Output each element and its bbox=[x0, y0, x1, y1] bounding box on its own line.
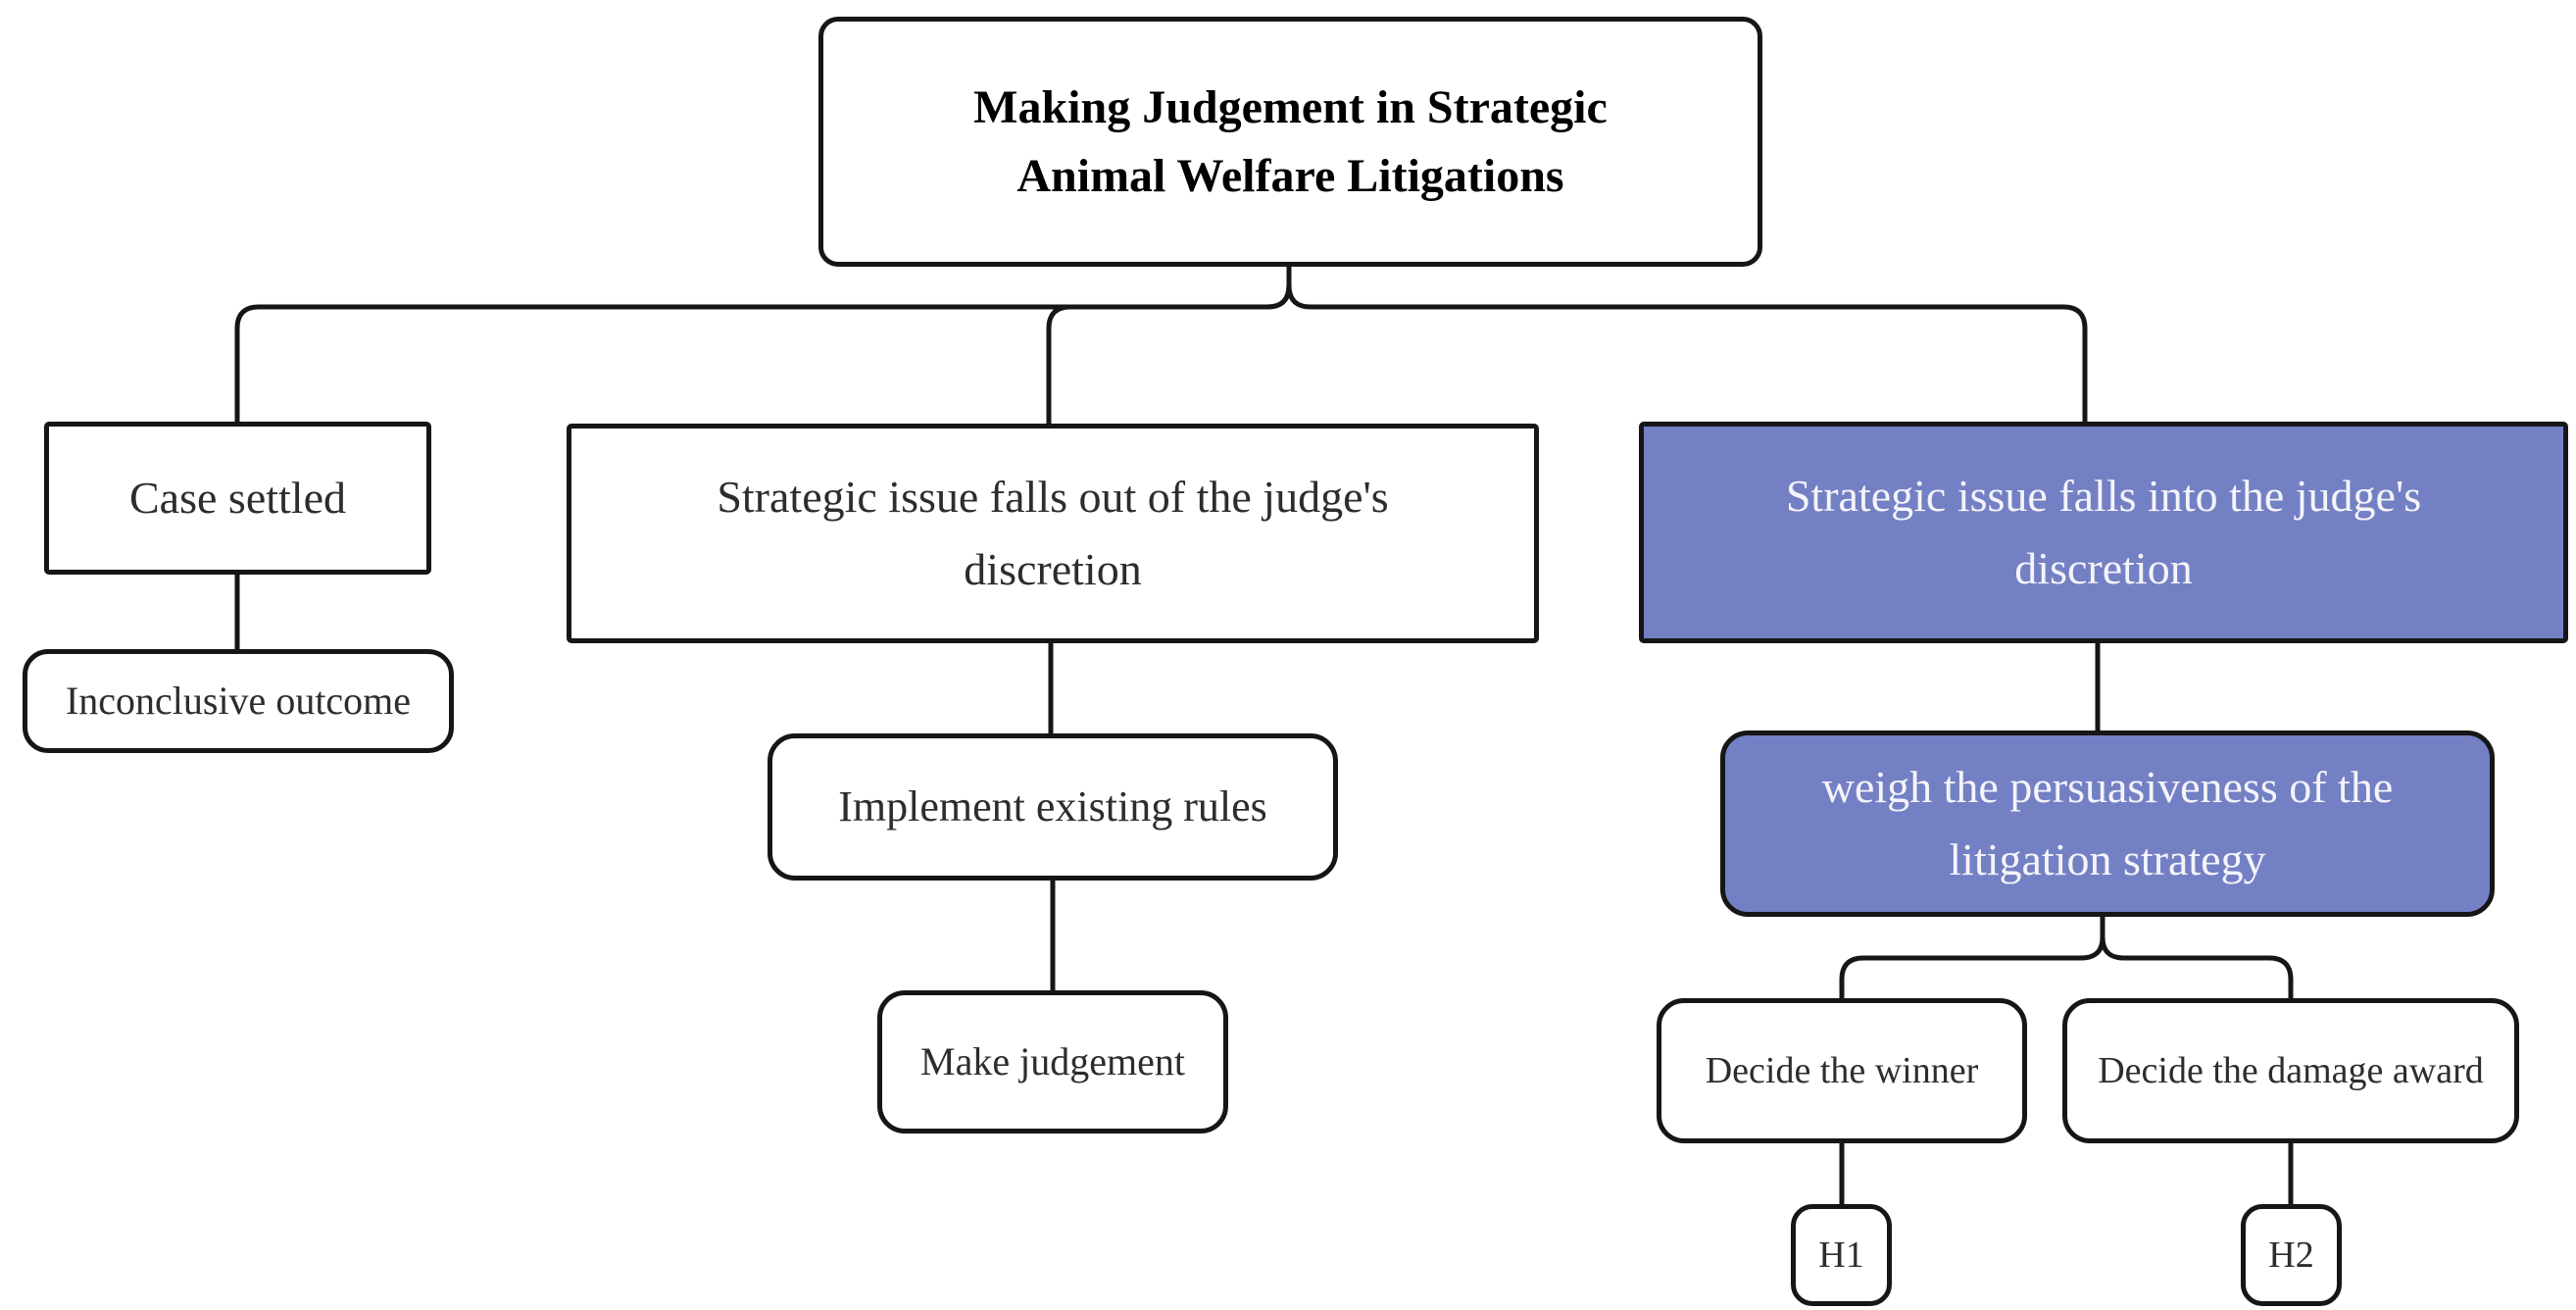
edge-root-to-out-discretion bbox=[1046, 267, 1292, 424]
node-h1-label: H1 bbox=[1818, 1234, 1864, 1276]
node-out-of-discretion: Strategic issue falls out of the judge's… bbox=[567, 424, 1539, 643]
edge-weigh-to-decide-winner bbox=[1839, 917, 2105, 998]
edge-weigh-to-decide-damage bbox=[2100, 917, 2294, 998]
node-weigh-persuasiveness-line2: litigation strategy bbox=[1949, 834, 2266, 884]
node-into-discretion-line2: discretion bbox=[2014, 543, 2193, 593]
node-decide-damage-award: Decide the damage award bbox=[2062, 998, 2519, 1143]
node-out-of-discretion-line2: discretion bbox=[964, 544, 1142, 594]
edge-root-to-case-settled bbox=[234, 267, 1292, 422]
node-root-line1: Making Judgement in Strategic bbox=[973, 80, 1608, 133]
node-into-discretion: Strategic issue falls into the judge's d… bbox=[1639, 422, 2568, 643]
node-implement-existing-rules: Implement existing rules bbox=[768, 733, 1338, 881]
node-h2: H2 bbox=[2241, 1204, 2342, 1306]
node-inconclusive-outcome-label: Inconclusive outcome bbox=[65, 679, 412, 723]
node-into-discretion-line1: Strategic issue falls into the judge's bbox=[1785, 471, 2422, 522]
node-inconclusive-outcome: Inconclusive outcome bbox=[23, 649, 454, 753]
node-h2-label: H2 bbox=[2268, 1234, 2314, 1276]
node-root-title: Making Judgement in Strategic Animal Wel… bbox=[818, 17, 1762, 267]
node-out-of-discretion-line1: Strategic issue falls out of the judge's bbox=[717, 472, 1389, 523]
node-make-judgement: Make judgement bbox=[877, 990, 1228, 1134]
node-weigh-persuasiveness: weigh the persuasiveness of the litigati… bbox=[1720, 731, 2495, 917]
node-case-settled-label: Case settled bbox=[129, 473, 346, 524]
node-make-judgement-label: Make judgement bbox=[920, 1039, 1185, 1083]
node-implement-existing-rules-label: Implement existing rules bbox=[838, 781, 1267, 831]
node-decide-damage-award-label: Decide the damage award bbox=[2098, 1049, 2484, 1091]
node-decide-winner: Decide the winner bbox=[1657, 998, 2027, 1143]
node-weigh-persuasiveness-line1: weigh the persuasiveness of the bbox=[1821, 762, 2394, 813]
node-h1: H1 bbox=[1791, 1204, 1892, 1306]
node-root-line2: Animal Welfare Litigations bbox=[1016, 149, 1564, 202]
edge-root-to-into-discretion bbox=[1286, 267, 2088, 422]
node-case-settled: Case settled bbox=[44, 422, 431, 575]
node-decide-winner-label: Decide the winner bbox=[1705, 1049, 1979, 1091]
